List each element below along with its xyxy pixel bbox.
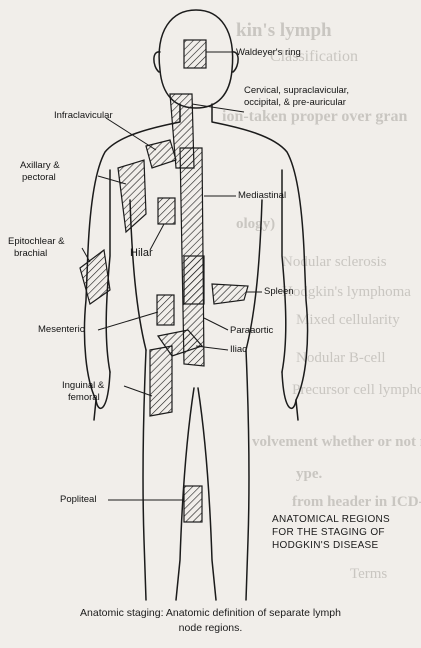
epitrochlear-region [80,250,110,304]
label-hilar: Hilar [130,248,153,259]
figure-title-box: ANATOMICAL REGIONS FOR THE STAGING OF HO… [272,513,390,552]
mesenteric-region [157,295,174,325]
label-epitrochlear-line1: Epitochlear & [8,236,65,247]
axillary-region [118,160,146,232]
figure-caption-line1: Anatomic staging: Anatomic definition of… [0,606,421,620]
right-leg-outer [246,350,249,600]
paraaortic-region [184,256,204,304]
label-mediastinal: Mediastinal [238,190,286,201]
label-paraaortic: Paraaortic [230,325,273,336]
infraclavicular-region [146,140,176,168]
figure-title-line3: HODGKIN'S DISEASE [272,539,390,552]
figure-caption-line2: node regions. [0,621,421,635]
popliteal-region [184,486,202,522]
label-cervical-line2: occipital, & pre-auricular [244,97,346,108]
paraaortic-leader [204,318,228,330]
label-axillary-line2: pectoral [22,172,56,183]
inguinal-leader [124,386,152,396]
label-mesenteric: Mesenteric [38,324,84,335]
left-leg-outer [143,350,146,600]
label-epitrochlear-line2: brachial [14,248,47,259]
label-infraclavicular: Infraclavicular [54,110,113,121]
label-axillary-line1: Axillary & [20,160,60,171]
neck-and-right-shoulder [212,104,308,420]
figure-title-line2: FOR THE STAGING OF [272,526,390,539]
epitrochlear-leader [82,248,90,262]
figure-title-line1: ANATOMICAL REGIONS [272,513,390,526]
label-waldeyers-ring: Waldeyer's ring [236,47,301,58]
inguinal-region [150,346,172,416]
label-iliac: Iliac [230,344,247,355]
label-popliteal: Popliteal [60,494,96,505]
hilar-region [158,198,175,224]
waldeyer-region [184,40,206,68]
spleen-region [212,284,248,304]
right-hand [282,372,296,408]
label-inguinal-line1: Inguinal & [62,380,104,391]
label-spleen: Spleen [264,286,294,297]
label-inguinal-line2: femoral [68,392,100,403]
label-cervical-line1: Cervical, supraclavicular, [244,85,349,96]
